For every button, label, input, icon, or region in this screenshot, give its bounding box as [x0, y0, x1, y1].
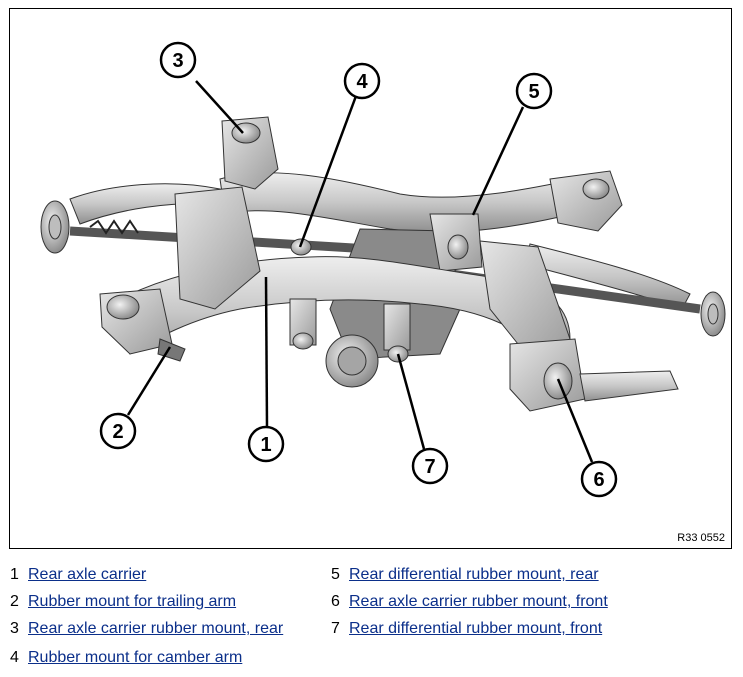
svg-text:5: 5	[528, 81, 539, 103]
callout-5: 5	[515, 72, 553, 110]
leader-lines	[126, 80, 594, 463]
legend-item-7: 7 Rear differential rubber mount, front	[331, 619, 602, 639]
figure-reference-code: R33 0552	[675, 532, 727, 544]
axle-assembly	[40, 116, 726, 412]
callout-7: 7	[411, 447, 449, 485]
callout-1: 1	[247, 425, 285, 463]
legend-number: 2	[10, 593, 19, 610]
legend-number: 7	[331, 620, 340, 637]
legend-number: 3	[10, 620, 19, 637]
svg-text:6: 6	[593, 469, 604, 491]
svg-text:3: 3	[172, 50, 183, 72]
callout-2: 2	[99, 412, 137, 450]
svg-text:4: 4	[356, 71, 368, 93]
legend-link-camber-arm-mount[interactable]: Rubber mount for camber arm	[28, 649, 243, 666]
svg-text:2: 2	[112, 421, 123, 443]
callout-4: 4	[343, 62, 381, 100]
svg-text:1: 1	[260, 434, 271, 456]
legend-item-1: 1 Rear axle carrier	[10, 565, 146, 585]
legend-link-carrier-mount-rear[interactable]: Rear axle carrier rubber mount, rear	[28, 620, 284, 637]
callout-3: 3	[159, 41, 197, 79]
legend: 1 Rear axle carrier 2 Rubber mount for tra…	[0, 559, 743, 674]
legend-number: 1	[10, 566, 19, 583]
legend-item-5: 5 Rear differential rubber mount, rear	[331, 565, 599, 585]
legend-number: 5	[331, 566, 340, 583]
legend-link-carrier-mount-front[interactable]: Rear axle carrier rubber mount, front	[349, 593, 608, 610]
legend-item-6: 6 Rear axle carrier rubber mount, front	[331, 592, 608, 612]
legend-link-diff-mount-front[interactable]: Rear differential rubber mount, front	[349, 620, 603, 637]
legend-number: 4	[10, 649, 19, 666]
diagram-figure: 3 4 5 2 1 7 6 R33 0552	[9, 8, 732, 549]
legend-number: 6	[331, 593, 340, 610]
legend-item-4: 4 Rubber mount for camber arm	[10, 648, 242, 668]
svg-text:7: 7	[424, 456, 435, 478]
rear-axle-illustration: 3 4 5 2 1 7 6	[40, 41, 726, 498]
legend-link-trailing-arm-mount[interactable]: Rubber mount for trailing arm	[28, 593, 237, 610]
legend-link-rear-axle-carrier[interactable]: Rear axle carrier	[28, 566, 147, 583]
legend-item-3: 3 Rear axle carrier rubber mount, rear	[10, 619, 283, 639]
legend-item-2: 2 Rubber mount for trailing arm	[10, 592, 236, 612]
callout-6: 6	[580, 460, 618, 498]
legend-link-diff-mount-rear[interactable]: Rear differential rubber mount, rear	[349, 566, 599, 583]
